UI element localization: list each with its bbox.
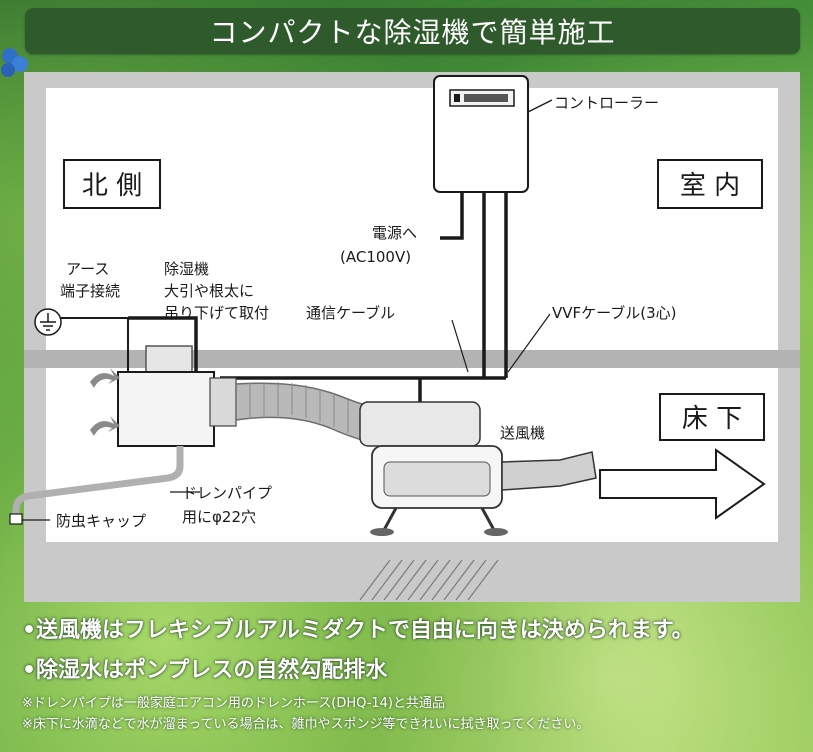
zone-underfloor-label: 床 下 — [682, 404, 742, 434]
drain-label-2: 用にφ22穴 — [182, 508, 256, 526]
page-title: コンパクトな除湿機で簡単施工 — [209, 16, 616, 49]
controller-label: コントローラー — [554, 94, 659, 112]
zone-north: 北 側 — [63, 159, 161, 209]
earth-symbol-icon — [34, 308, 62, 336]
zone-north-label: 北 側 — [82, 171, 142, 201]
notes: •送風機はフレキシブルアルミダクトで自由に向きは決められます。 •除湿水はポンプ… — [22, 612, 807, 732]
note-sub-1: ※ドレンパイプは一般家庭エアコン用のドレンホース(DHQ-14)と共通品 — [22, 696, 445, 711]
note-main-1: •送風機はフレキシブルアルミダクトで自由に向きは決められます。 — [22, 618, 694, 643]
earth-label-1: アース — [66, 260, 109, 278]
cables — [128, 192, 508, 402]
floor-slab — [24, 350, 800, 368]
exhaust-arrow-icon — [599, 448, 766, 520]
drain-pipe — [12, 446, 184, 516]
power-label-1: 電源へ — [372, 224, 417, 242]
blower-label: 送風機 — [500, 424, 545, 442]
dehumidifier-unit — [117, 371, 215, 447]
insect-cap-label: 防虫キャップ — [56, 512, 146, 530]
drain-label-1: ドレンパイプ — [182, 484, 272, 502]
title-bar: コンパクトな除湿機で簡単施工 — [25, 8, 800, 54]
power-label-2: (AC100V) — [340, 248, 411, 266]
airflow-arrow-icon — [90, 368, 120, 436]
dehum-label-2: 大引や根太に — [164, 282, 254, 300]
mount-bracket — [145, 345, 193, 373]
zone-indoor: 室 内 — [657, 159, 763, 209]
indoor-room — [46, 88, 778, 350]
blower-unit — [359, 401, 597, 536]
note-main-2: •除湿水はポンプレスの自然勾配排水 — [22, 658, 388, 683]
blue-flower-icon — [1, 48, 28, 77]
controller — [433, 75, 529, 193]
zone-indoor-label: 室 内 — [680, 171, 740, 201]
note-sub-2: ※床下に水滴などで水が溜まっている場合は、雑巾やスポンジ等できれいに拭き取ってく… — [22, 717, 590, 732]
zone-underfloor: 床 下 — [659, 393, 765, 441]
dehum-label-1: 除湿機 — [164, 260, 209, 278]
dehum-label-3: 吊り下げて取付 — [164, 304, 269, 322]
earth-label-2: 端子接続 — [60, 282, 120, 300]
comm-cable-label: 通信ケーブル — [306, 304, 395, 322]
insect-cap-icon — [9, 513, 23, 525]
vvf-cable-label: VVFケーブル(3心) — [552, 304, 677, 322]
ground-hatch — [359, 559, 499, 601]
